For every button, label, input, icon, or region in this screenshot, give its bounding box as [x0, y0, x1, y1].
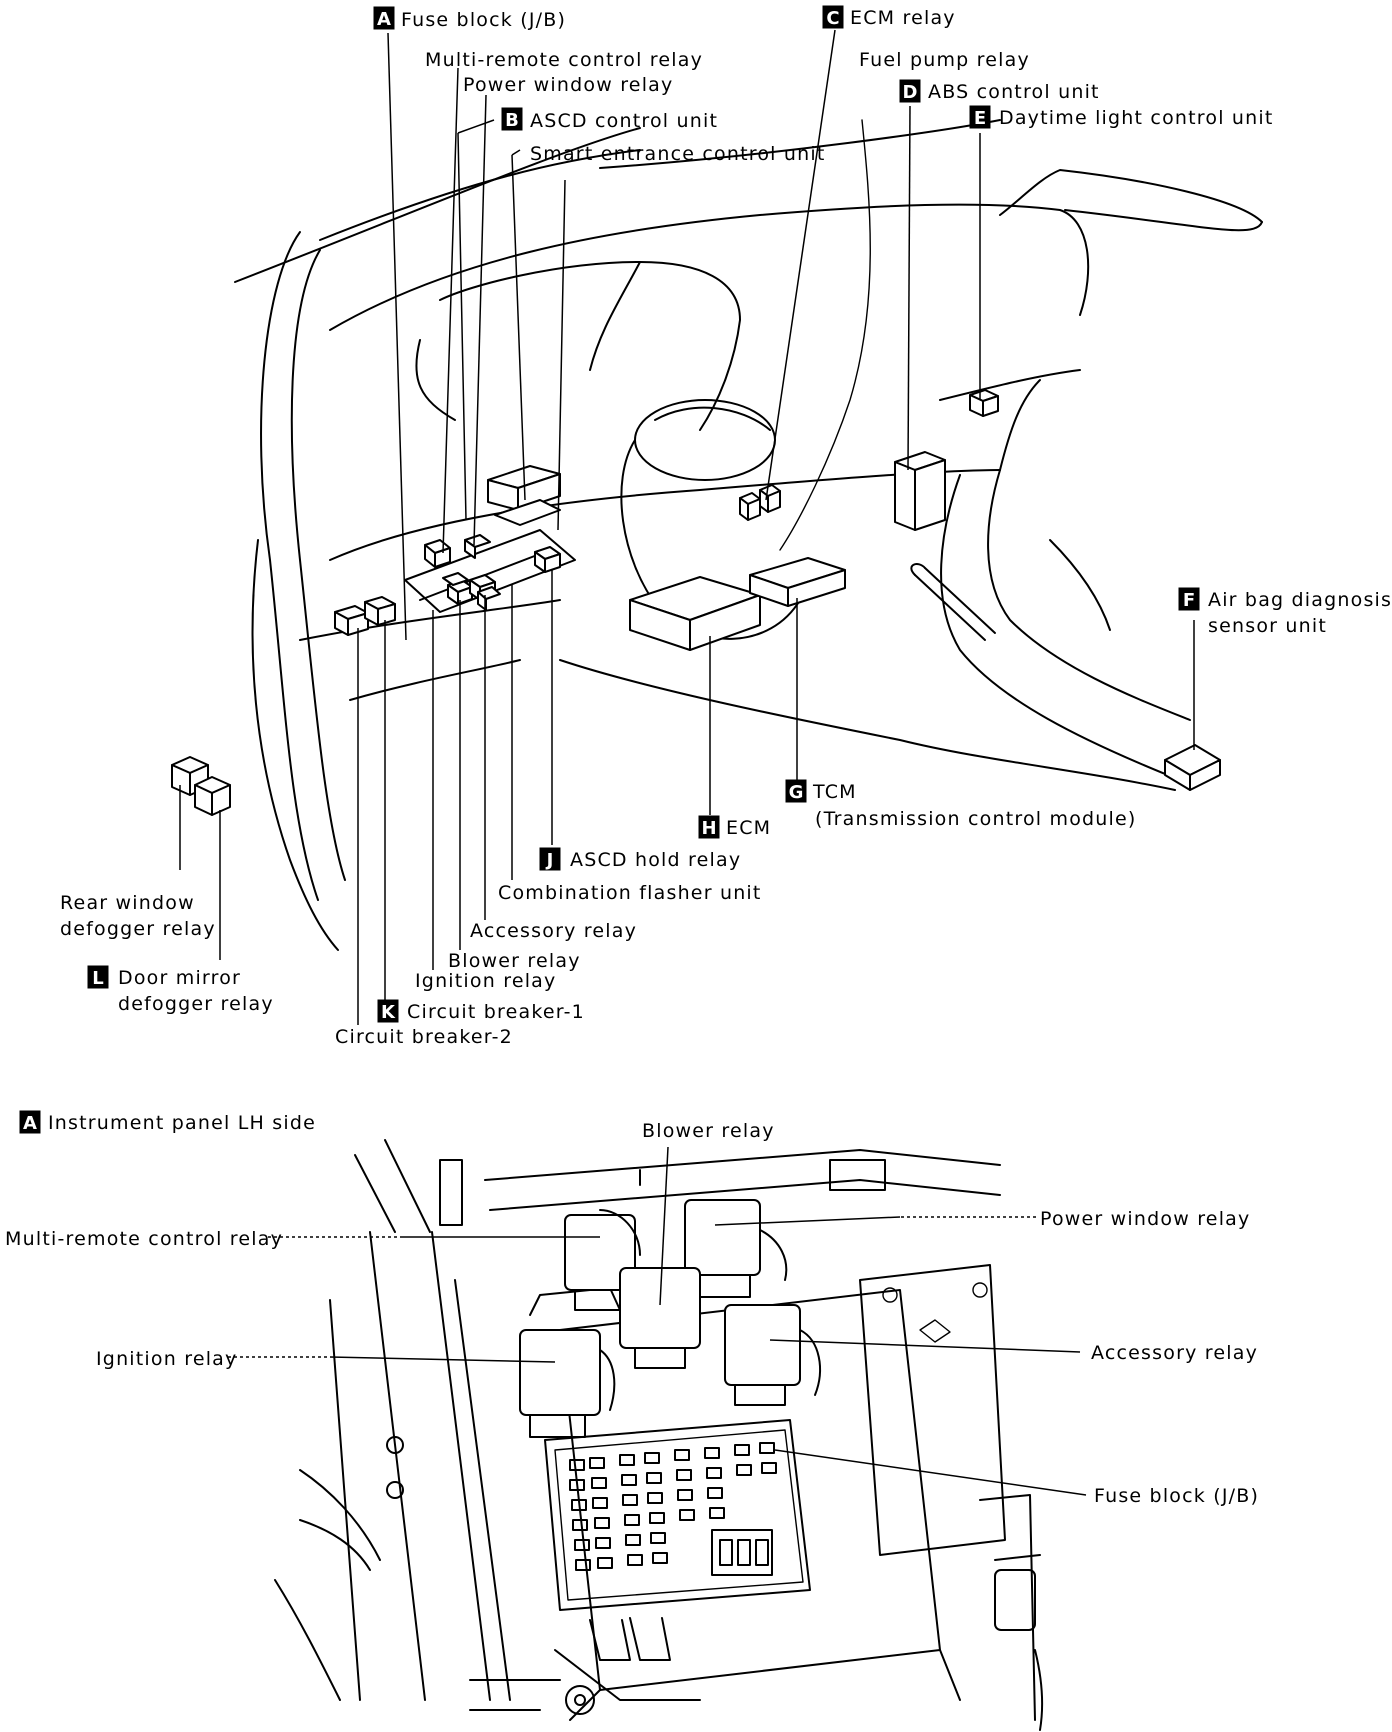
detail-label-ignition-relay: Ignition relay — [96, 1348, 237, 1370]
callout-abs-control-unit: D ABS control unit — [899, 79, 1100, 103]
svg-text:A: A — [377, 9, 391, 30]
power-window-relay-shape — [684, 1199, 788, 1298]
svg-text:G: G — [789, 782, 804, 803]
badge-a: A — [373, 6, 395, 30]
label-abs-control-unit: ABS control unit — [928, 81, 1100, 103]
label-fuel-pump-relay: Fuel pump relay — [859, 49, 1030, 71]
label-power-window-relay: Power window relay — [463, 74, 673, 96]
callout-tcm: G TCM (Transmission control module) — [785, 779, 1137, 830]
svg-text:F: F — [1183, 590, 1195, 611]
label-ignition-relay: Ignition relay — [415, 970, 556, 992]
label-tcm: TCM — [812, 781, 857, 803]
badge-g: G — [785, 779, 807, 803]
label-fuse-block: Fuse block (J/B) — [401, 9, 566, 31]
label-accessory-relay: Accessory relay — [470, 920, 637, 942]
label-defogger-relay: defogger relay — [60, 918, 216, 940]
instrument-panel-detail-illustration — [274, 1139, 1044, 1731]
badge-b: B — [501, 107, 523, 131]
label-ascd-control-unit: ASCD control unit — [530, 110, 718, 132]
badge-l: L — [87, 965, 109, 989]
callout-air-bag-diagnosis-sensor-unit: F Air bag diagnosis sensor unit — [1178, 587, 1392, 637]
detail-label-blower-relay: Blower relay — [642, 1120, 775, 1142]
callout-ascd-hold-relay: J ASCD hold relay — [539, 847, 741, 871]
label-daytime-light-control-unit: Daytime light control unit — [999, 107, 1274, 129]
svg-text:E: E — [974, 108, 986, 129]
detail-label-accessory-relay: Accessory relay — [1091, 1342, 1258, 1364]
badge-h: H — [698, 815, 720, 839]
top-view-leader-lines — [179, 29, 1195, 1025]
detail-label-power-window-relay: Power window relay — [1040, 1208, 1250, 1230]
label-multi-remote-control-relay: Multi-remote control relay — [425, 49, 703, 71]
label-circuit-breaker-2: Circuit breaker-2 — [335, 1026, 513, 1048]
label-air-bag-diagnosis: Air bag diagnosis — [1208, 589, 1392, 611]
label-ascd-hold-relay: ASCD hold relay — [570, 849, 741, 871]
accessory-relay-shape — [724, 1304, 821, 1406]
blower-relay-shape — [619, 1267, 701, 1369]
label-combination-flasher-unit: Combination flasher unit — [498, 882, 762, 904]
label-instrument-panel-lh-side: Instrument panel LH side — [48, 1112, 316, 1134]
svg-text:K: K — [381, 1002, 396, 1023]
callout-door-mirror-defogger-relay: L Door mirror defogger relay — [87, 965, 274, 1015]
label-circuit-breaker-1: Circuit breaker-1 — [407, 1001, 585, 1023]
label-door-mirror-defogger-relay: defogger relay — [118, 993, 274, 1015]
svg-text:H: H — [701, 818, 716, 839]
label-ecm-relay: ECM relay — [850, 7, 956, 29]
svg-text:D: D — [903, 82, 918, 103]
badge-e: E — [969, 105, 991, 129]
ignition-relay-shape — [519, 1329, 616, 1438]
detail-label-multi-remote-control-relay: Multi-remote control relay — [5, 1228, 283, 1250]
svg-text:B: B — [505, 110, 519, 131]
label-door-mirror: Door mirror — [118, 967, 241, 989]
badge-d: D — [899, 79, 921, 103]
fuse-block-shape — [544, 1419, 811, 1611]
svg-text:L: L — [92, 968, 103, 989]
callout-ascd-control-unit: B ASCD control unit — [501, 107, 718, 132]
label-smart-entrance-control-unit: Smart entrance control unit — [530, 143, 825, 165]
callout-ecm: H ECM — [698, 815, 771, 839]
callout-fuse-block: A Fuse block (J/B) — [373, 6, 566, 31]
badge-k: K — [377, 999, 399, 1023]
label-transmission-control-module: (Transmission control module) — [815, 808, 1137, 830]
label-rear-window: Rear window — [60, 892, 195, 914]
callout-circuit-breaker-1: K Circuit breaker-1 — [377, 999, 585, 1023]
svg-text:J: J — [545, 850, 554, 871]
callout-ecm-relay: C ECM relay — [822, 5, 956, 29]
label-sensor-unit: sensor unit — [1208, 615, 1327, 637]
svg-text:A: A — [23, 1113, 37, 1134]
badge-c: C — [822, 5, 844, 29]
svg-text:C: C — [826, 8, 839, 29]
detail-view-title: A Instrument panel LH side — [19, 1110, 316, 1134]
detail-view-leader-lines — [228, 1146, 1087, 1496]
callout-daytime-light-control-unit: E Daytime light control unit — [969, 105, 1274, 129]
badge-f: F — [1178, 587, 1200, 611]
detail-label-fuse-block: Fuse block (J/B) — [1094, 1485, 1259, 1507]
label-ecm: ECM — [726, 817, 771, 839]
badge-j: J — [539, 847, 561, 871]
label-blower-relay: Blower relay — [448, 950, 581, 972]
badge-a-detail: A — [19, 1110, 41, 1134]
